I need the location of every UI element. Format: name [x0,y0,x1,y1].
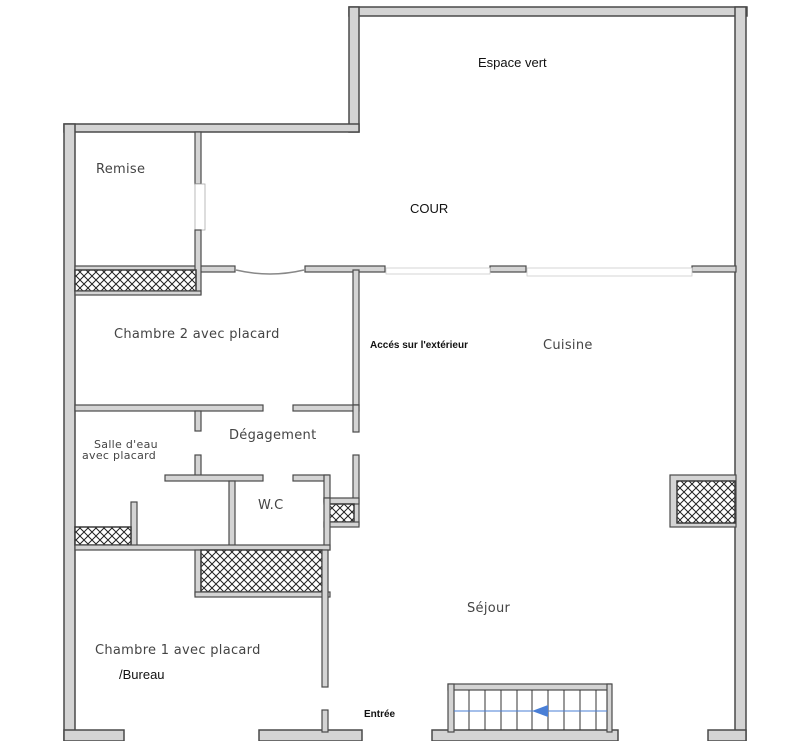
chambre1-walls [194,549,331,733]
label-wc: W.C [258,498,284,513]
label-sejour: Séjour [467,601,511,616]
label-chambre-2: Chambre 2 avec placard [114,327,280,342]
label-cour: COUR [410,201,449,216]
closet-wc [328,503,355,523]
closet-salle-eau [74,526,132,546]
closet-chambre1 [200,549,323,593]
chambre2-walls [74,269,360,433]
label-salle-eau-line2: avec placard [82,449,157,462]
label-remise: Remise [96,162,146,177]
closet-remise [74,269,197,292]
label-bureau: /Bureau [119,667,165,682]
exterior-walls [63,6,748,741]
cuisine-closet [669,474,737,528]
label-acces-exterieur: Accés sur l'extérieur [370,340,468,351]
courtyard-wall [74,265,737,277]
label-espace-vert: Espace vert [478,55,547,70]
label-cuisine: Cuisine [543,338,593,353]
label-chambre-1: Chambre 1 avec placard [95,643,261,658]
closet-cuisine [676,480,736,524]
degagement-walls [74,454,360,551]
label-entree: Entrée [364,709,396,720]
stair-arrow-icon [532,705,548,717]
label-degagement: Dégagement [229,428,317,443]
staircase[interactable] [447,683,613,733]
remise-walls [74,131,206,296]
label-salle-eau-line1: Salle d'eau [94,438,158,451]
